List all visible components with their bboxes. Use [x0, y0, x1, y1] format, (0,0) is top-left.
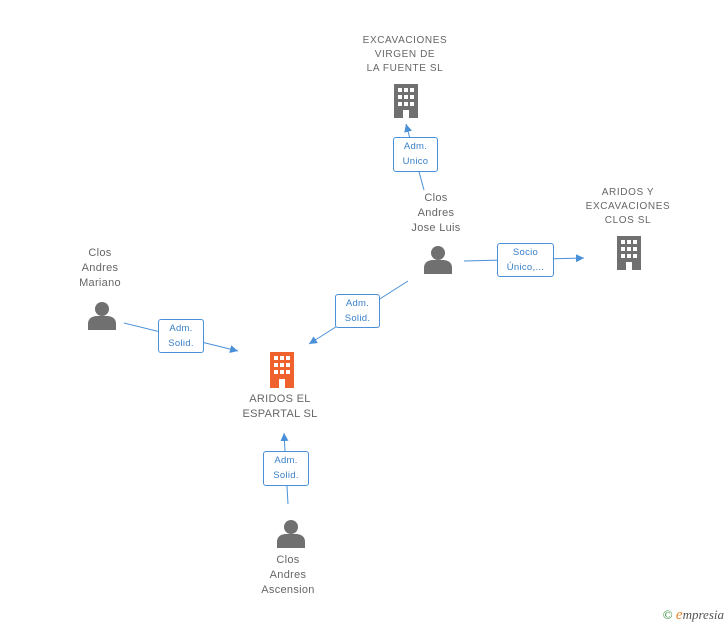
person-label-line: Andres: [417, 207, 455, 219]
brand-logo-text: mpresia: [682, 607, 724, 622]
relation-label-line: Adm.: [169, 323, 193, 334]
company-label-line: ARIDOS Y: [601, 187, 655, 198]
person-label-line: Ascension: [261, 584, 315, 596]
person-label-line: Jose Luis: [411, 222, 461, 234]
person-label-line: Andres: [81, 262, 119, 274]
company-label-aridos-excavaciones[interactable]: ARIDOS Y EXCAVACIONES CLOS SL: [568, 186, 688, 228]
relation-label-line: Solid.: [168, 338, 194, 349]
building-icon[interactable]: [615, 236, 643, 270]
company-label-line: CLOS SL: [604, 215, 652, 226]
relation-label-adm-unico[interactable]: Adm. Unico: [393, 137, 438, 172]
company-label-line: EXCAVACIONES: [585, 201, 671, 212]
relation-label-adm-solid[interactable]: Adm. Solid.: [335, 294, 380, 328]
relation-label-socio-unico[interactable]: Socio Único,...: [497, 243, 554, 277]
person-icon[interactable]: [88, 301, 116, 330]
company-label-line: EXCAVACIONES: [362, 35, 448, 46]
relation-label-line: Solid.: [273, 470, 299, 481]
company-label-excavaciones-virgen[interactable]: EXCAVACIONES VIRGEN DE LA FUENTE SL: [345, 34, 465, 76]
relation-label-line: Único,...: [506, 262, 545, 273]
person-label-line: Clos: [88, 247, 112, 259]
relation-label-line: Adm.: [403, 141, 428, 152]
relation-label-line: Unico: [402, 156, 429, 167]
relation-label-line: Adm.: [345, 298, 370, 309]
person-label-line: Mariano: [79, 277, 121, 289]
building-icon[interactable]: [392, 84, 420, 118]
person-label-jose-luis[interactable]: Clos Andres Jose Luis: [386, 191, 486, 236]
company-label-line: ARIDOS EL: [249, 393, 311, 405]
brand-logo: empresia: [675, 607, 724, 623]
person-icon[interactable]: [277, 519, 305, 548]
person-label-line: Clos: [276, 554, 300, 566]
company-label-aridos-espartal[interactable]: ARIDOS EL ESPARTAL SL: [220, 392, 340, 422]
company-label-line: ESPARTAL SL: [242, 408, 318, 420]
footer-brand[interactable]: © empresia: [663, 607, 724, 624]
focus-building-icon[interactable]: [267, 352, 297, 388]
copyright-icon: ©: [662, 607, 673, 622]
person-label-line: Clos: [424, 192, 448, 204]
person-icon[interactable]: [424, 245, 452, 274]
relation-label-adm-solid[interactable]: Adm. Solid.: [263, 451, 309, 486]
relation-label-adm-solid[interactable]: Adm. Solid.: [158, 319, 204, 353]
brand-logo-initial: e: [675, 607, 683, 623]
person-label-mariano[interactable]: Clos Andres Mariano: [50, 246, 150, 291]
person-label-ascension[interactable]: Clos Andres Ascension: [238, 553, 338, 598]
company-label-line: VIRGEN DE: [374, 49, 436, 60]
company-label-line: LA FUENTE SL: [366, 63, 444, 74]
relation-label-line: Adm.: [274, 455, 298, 466]
relation-label-line: Socio: [512, 247, 539, 258]
person-label-line: Andres: [269, 569, 307, 581]
relation-label-line: Solid.: [344, 313, 371, 324]
